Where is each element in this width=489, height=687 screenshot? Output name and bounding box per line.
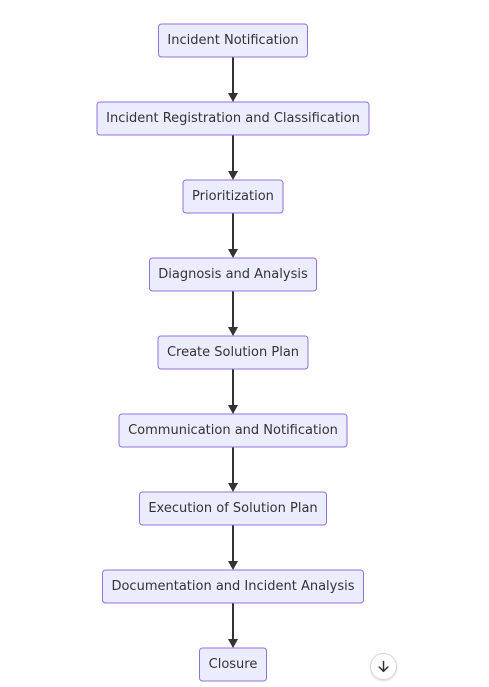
arrowhead [228, 639, 238, 648]
node-n7: Execution of Solution Plan [139, 491, 327, 526]
edge-n6-n7 [228, 447, 238, 492]
node-n4: Diagnosis and Analysis [149, 257, 317, 292]
node-box [182, 179, 284, 214]
edge-n4-n5 [228, 291, 238, 336]
edge-n1-n2 [228, 57, 238, 102]
node-label: Execution of Solution Plan [148, 501, 317, 516]
node-label: Incident Registration and Classification [106, 111, 360, 126]
node-n2: Incident Registration and Classification [96, 101, 370, 136]
node-box [102, 569, 364, 604]
node-box [118, 413, 348, 448]
node-label: Diagnosis and Analysis [158, 267, 308, 282]
edge-n3-n4 [228, 213, 238, 258]
node-n5: Create Solution Plan [157, 335, 309, 370]
arrowhead [228, 561, 238, 570]
node-box [139, 491, 327, 526]
node-n9: Closure [199, 647, 267, 682]
arrowhead [228, 405, 238, 414]
node-label: Documentation and Incident Analysis [111, 579, 354, 594]
edge-n7-n8 [228, 525, 238, 570]
node-label: Prioritization [192, 189, 274, 204]
node-box [158, 23, 308, 58]
arrowhead [228, 483, 238, 492]
node-n6: Communication and Notification [118, 413, 348, 448]
node-n1: Incident Notification [158, 23, 308, 58]
arrow-down-icon [378, 660, 389, 673]
node-label: Incident Notification [167, 33, 298, 48]
arrowhead [228, 249, 238, 258]
node-box [199, 647, 267, 682]
node-box [157, 335, 309, 370]
arrowhead [228, 171, 238, 180]
node-n3: Prioritization [182, 179, 284, 214]
edges [228, 57, 238, 648]
node-box [149, 257, 317, 292]
node-n8: Documentation and Incident Analysis [102, 569, 364, 604]
node-box [96, 101, 370, 136]
edge-n5-n6 [228, 369, 238, 414]
arrowhead [228, 327, 238, 336]
node-label: Communication and Notification [128, 423, 338, 438]
node-label: Create Solution Plan [167, 345, 299, 360]
edge-n8-n9 [228, 603, 238, 648]
edge-n2-n3 [228, 135, 238, 180]
node-label: Closure [209, 657, 258, 672]
arrowhead [228, 93, 238, 102]
scroll-down-button[interactable] [370, 653, 397, 680]
